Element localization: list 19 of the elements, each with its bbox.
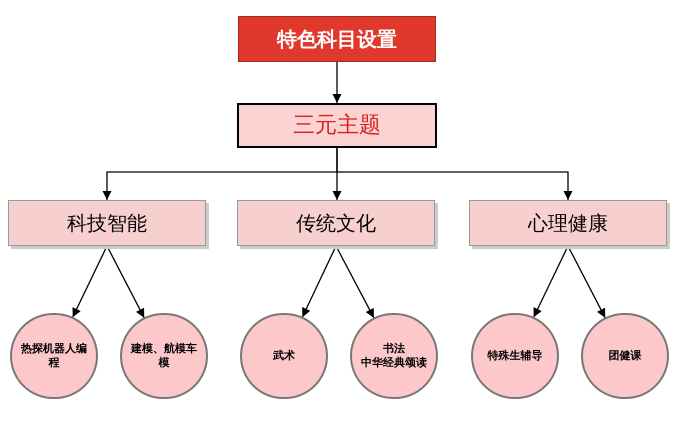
node-label: 建模、航模车模 bbox=[130, 342, 198, 370]
category-box bbox=[469, 200, 667, 246]
node-label: 团健课 bbox=[608, 349, 642, 363]
node-label: 三元主题 bbox=[293, 112, 381, 140]
arrow bbox=[336, 148, 573, 200]
node-label: 特殊生辅导 bbox=[488, 349, 542, 363]
category-box bbox=[8, 200, 206, 246]
theme-box bbox=[237, 103, 437, 148]
node-label: 特色科目设置 bbox=[277, 26, 397, 53]
title-box bbox=[238, 16, 436, 62]
node-label: 热探机器人编程 bbox=[20, 342, 88, 370]
node-label: 中华经典颂读 bbox=[361, 356, 427, 370]
node-label: 书法 bbox=[383, 342, 405, 356]
node-label: 心理健康 bbox=[528, 210, 608, 237]
arrow bbox=[332, 62, 342, 103]
category-box bbox=[237, 200, 435, 246]
node-label: 传统文化 bbox=[296, 210, 376, 237]
node-label: 科技智能 bbox=[67, 210, 147, 237]
node-label: 武术 bbox=[273, 349, 295, 363]
